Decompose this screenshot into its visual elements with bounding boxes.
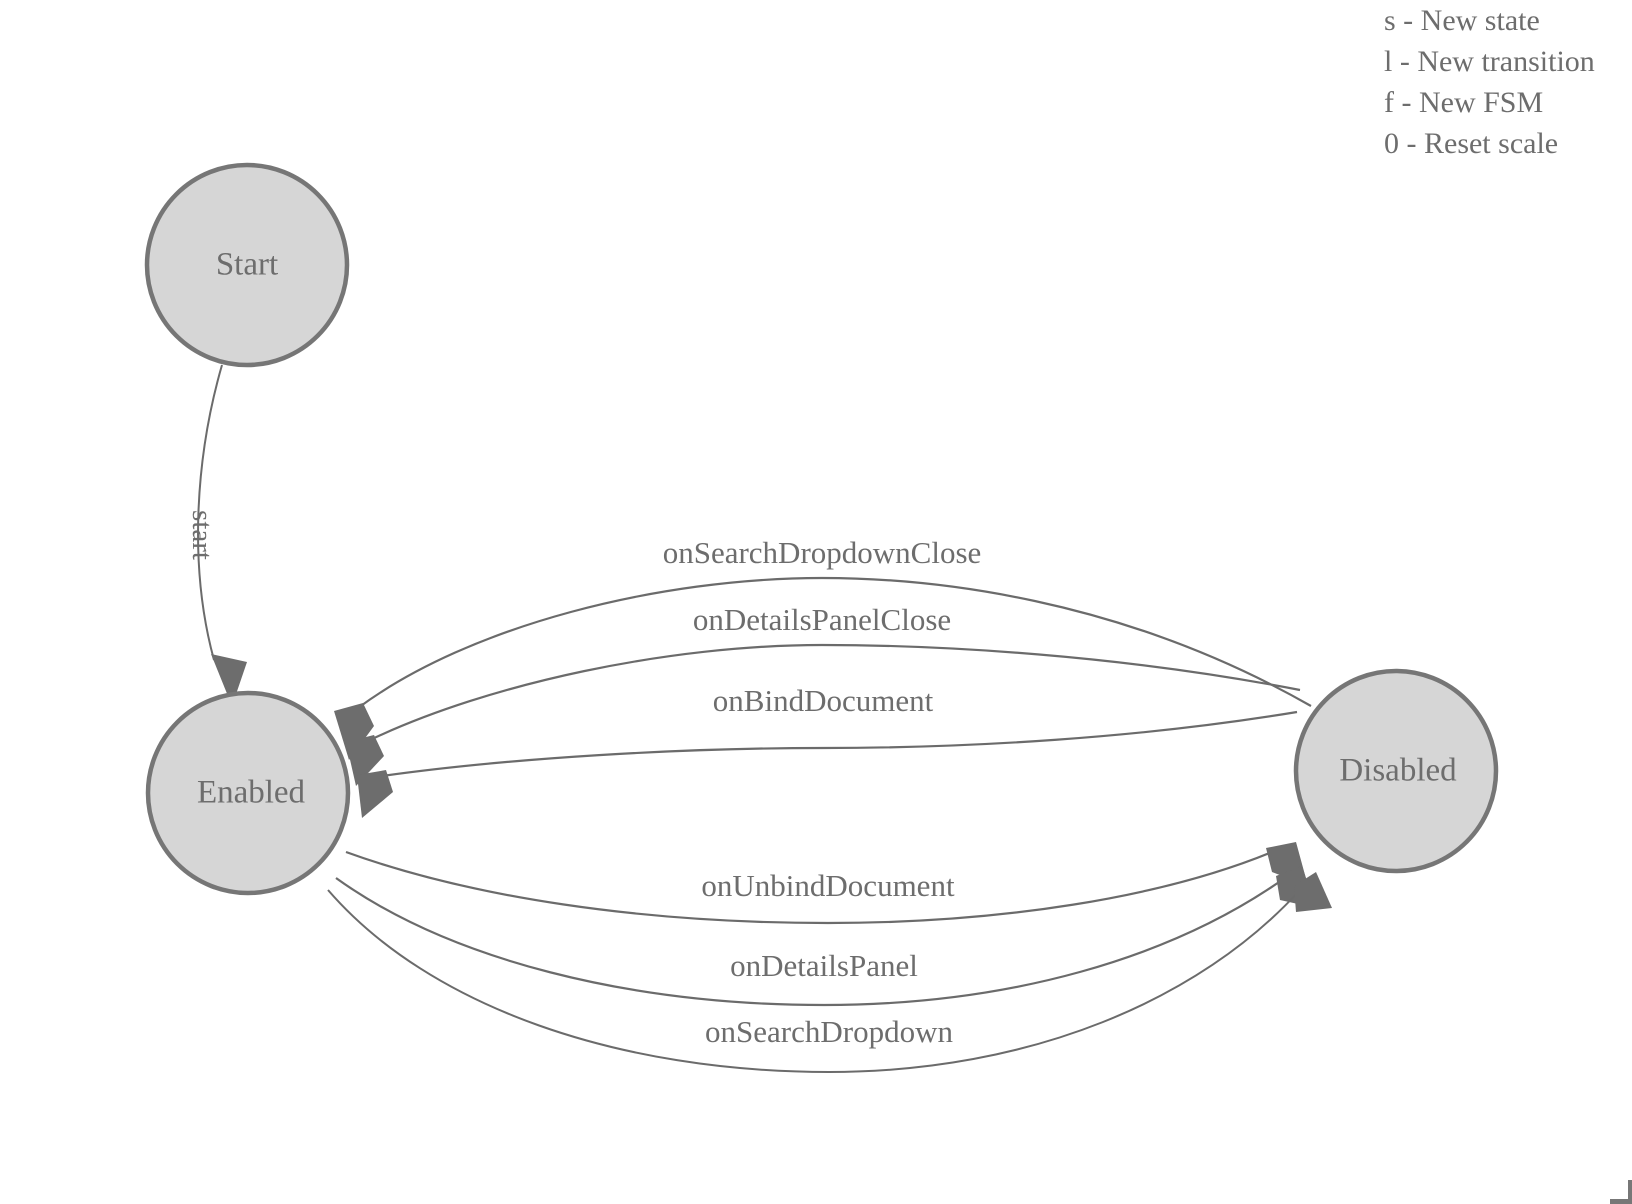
resize-corner-horizontal-edge xyxy=(1610,1199,1632,1204)
transition-start-arrowhead xyxy=(211,654,247,706)
transition-on-bind-document-path[interactable] xyxy=(381,710,1298,778)
transition-on-search-dropdown[interactable] xyxy=(327,872,1332,1074)
state-node-enabled-label: Enabled xyxy=(197,775,306,811)
transition-on-details-panel-close[interactable] xyxy=(346,643,1301,786)
resize-corner-vertical-edge xyxy=(1628,1180,1632,1204)
transition-label-on-unbind-document: onUnbindDocument xyxy=(701,868,955,903)
transition-on-details-panel-path[interactable] xyxy=(335,877,1283,1007)
resize-corner-handle[interactable] xyxy=(1610,1180,1632,1204)
state-node-start-circle[interactable] xyxy=(144,162,350,368)
transition-start[interactable] xyxy=(197,364,247,706)
state-node-enabled-circle[interactable] xyxy=(145,690,351,896)
transition-on-details-panel-close-arrowhead xyxy=(346,735,384,786)
transition-on-search-dropdown-close-arrowhead xyxy=(334,703,374,760)
hint-new-state: s - New state xyxy=(1384,4,1540,37)
transition-on-bind-document[interactable] xyxy=(357,710,1298,818)
hint-new-transition: l - New transition xyxy=(1384,45,1595,78)
hint-reset-scale: 0 - Reset scale xyxy=(1384,127,1559,160)
transition-label-on-details-panel-close: onDetailsPanelClose xyxy=(693,602,951,637)
transition-label-on-search-dropdown: onSearchDropdown xyxy=(705,1014,953,1049)
transition-label-on-search-dropdown-close: onSearchDropdownClose xyxy=(663,535,982,570)
keyboard-shortcut-hints: s - New state l - New transition f - New… xyxy=(1384,0,1632,164)
hint-new-fsm: f - New FSM xyxy=(1384,86,1544,119)
state-node-start-label: Start xyxy=(216,247,278,283)
transition-on-unbind-document-path[interactable] xyxy=(345,850,1273,925)
transition-on-search-dropdown-arrowhead xyxy=(1294,872,1332,912)
state-node-disabled-circle[interactable] xyxy=(1293,668,1499,874)
state-node-enabled[interactable]: Enabled xyxy=(145,690,351,896)
state-node-disabled[interactable]: Disabled xyxy=(1293,668,1499,874)
state-node-disabled-label: Disabled xyxy=(1339,753,1457,789)
transition-start-path[interactable] xyxy=(197,364,223,661)
transition-on-bind-document-arrowhead xyxy=(357,770,393,818)
transition-label-on-bind-document: onBindDocument xyxy=(713,683,934,718)
transition-label-on-details-panel: onDetailsPanel xyxy=(730,948,918,983)
state-node-start[interactable]: Start xyxy=(144,162,350,368)
transition-on-search-dropdown-path[interactable] xyxy=(327,889,1301,1074)
transition-on-search-dropdown-close-path[interactable] xyxy=(357,576,1312,709)
transition-on-details-panel-close-path[interactable] xyxy=(369,643,1301,741)
transition-on-search-dropdown-close[interactable] xyxy=(334,576,1312,760)
transition-label-start: start xyxy=(186,510,218,560)
